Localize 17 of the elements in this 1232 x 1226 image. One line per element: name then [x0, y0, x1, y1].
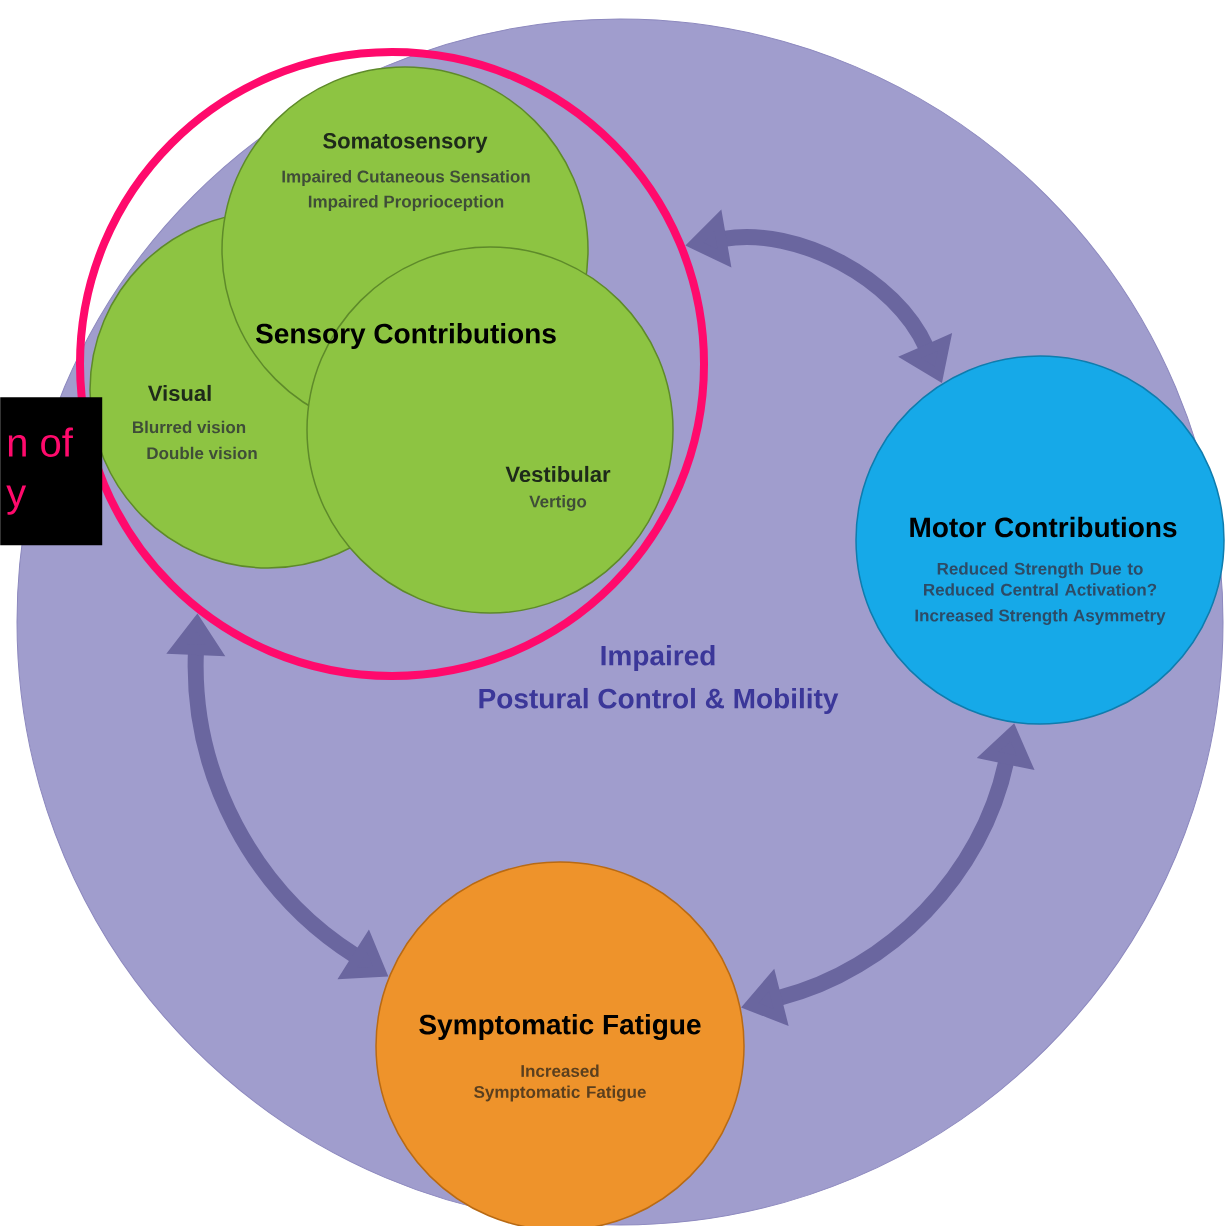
- symptom-text: Vertigo: [529, 495, 587, 511]
- symptom-text: Reduced Strength Due to Reduced Central Activation?: [924, 562, 1157, 596]
- circle-heading: Motor Contributions: [910, 516, 1177, 538]
- circle-heading: Vestibular: [505, 465, 611, 483]
- symptom-text: Impaired Proprioception: [308, 195, 504, 211]
- center-title: Postural Control & Mobility: [479, 687, 839, 715]
- circle-heading: Somatosensory: [323, 133, 488, 153]
- symptom-text: Double vision: [147, 446, 257, 460]
- group-heading: Sensory Contributions: [255, 322, 556, 350]
- symptom-text: Impaired Cutaneous Sensation: [282, 170, 530, 186]
- circle-heading: Symptomatic Fatigue: [419, 1013, 701, 1041]
- circle-heading: Visual: [147, 384, 211, 402]
- symptom-text: Increased Strength Asymmetry: [915, 609, 1166, 625]
- center-title: Impaired: [601, 644, 715, 672]
- text-box: n of y: [0, 397, 103, 546]
- symptom-text: Blurred vision: [133, 420, 246, 434]
- symptom-text: Increased Symptomatic Fatigue: [474, 1064, 646, 1102]
